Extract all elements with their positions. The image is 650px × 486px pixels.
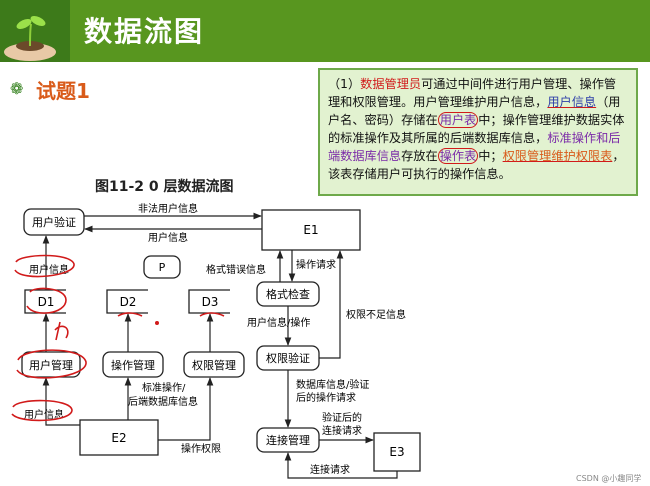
flow-insufficient-perm [319,250,344,359]
process-user-mgmt-label: 用户管理 [29,358,73,372]
info-highlight-optable: 操作表 [437,148,479,164]
process-perm-verify-label: 权限验证 [266,351,310,365]
info-highlight-role: 数据管理员 [360,77,422,91]
info-text: ，该表存储用户可执行的操作信息。 [328,149,625,181]
gear-bullet-icon: ❁ [10,79,24,98]
entity-e3-label: E3 [389,445,404,459]
flow-conn-request-label: 连接请求 [310,463,350,476]
info-text: （1） [328,77,361,91]
info-highlight-usertable: 用户表 [437,112,479,128]
info-text: 可通过中间件进行用户管理、操作管理和权限管理。用户管理维护用户信息， [328,77,617,109]
watermark: CSDN @小趣同学 [576,474,642,483]
process-perm-mgmt [183,351,245,378]
process-format-check-label: 格式检查 [266,287,310,301]
flow-db-verify-label-1: 数据库信息/验证 [296,378,369,391]
flow-user-info-op-label: 用户信息/操作 [247,316,310,329]
process-p-label: P [159,261,166,274]
flow-user-info-d1-label: 用户信息 [29,263,69,276]
header-bar: 数据流图 [0,0,650,62]
entity-e1 [261,209,361,251]
datastore-d1-label: D1 [38,295,55,309]
flow-verified-label-2: 连接请求 [322,424,362,437]
red-annotations [11,254,225,422]
info-text: （用户名、密码）存储在 [328,95,621,127]
entity-e2 [79,419,159,456]
process-conn-mgmt-label: 连接管理 [266,433,310,447]
flow-std-op-label-2: 后端数据库信息 [128,395,198,408]
info-highlight-userinfo: 用户信息 [547,95,597,109]
entity-e2-label: E2 [111,431,126,445]
datastore-d3-label: D3 [202,295,219,309]
flow-op-perm-label: 操作权限 [181,442,221,455]
flow-user-info-e2-label: 用户信息 [24,408,64,421]
flow-user-info-back-label: 用户信息 [148,231,188,244]
diagram-title: 图11-2 0 层数据流图 [95,179,234,195]
info-highlight-permtable: 权限管理维护权限表 [502,149,613,163]
info-highlight-stdop: 标准操作和后端数据库信息 [328,131,621,163]
process-op-mgmt-label: 操作管理 [111,358,155,372]
flow-e2-to-usermgmt [42,377,80,426]
process-p [143,255,181,279]
flow-std-op-label-1: 标准操作/ [142,381,186,394]
seedling-image [0,0,70,62]
flow-verified-label-1: 验证后的 [322,411,362,424]
entity-e3 [373,432,421,472]
flow-op-request-label: 操作请求 [296,258,336,271]
process-perm-mgmt-label: 权限管理 [192,358,236,372]
info-text: 中；操作管理维护数据实体的标准操作及其所属的后端数据库信息， [328,113,625,145]
process-user-verify [23,208,85,236]
flow-db-verify-label-2: 后的操作请求 [296,391,356,404]
question-title: 试题1 [36,79,90,103]
process-user-verify-label: 用户验证 [32,215,76,229]
info-text: 存放在 [401,149,438,163]
description-box: （1）数据管理员可通过中间件进行用户管理、操作管理和权限管理。用户管理维护用户信… [318,68,638,196]
flow-format-error-label: 格式错误信息 [206,263,266,276]
entity-e1-label: E1 [303,223,318,237]
process-op-mgmt [102,351,164,378]
flow-e2-to-permmgmt [158,377,214,441]
flow-illegal-user-label: 非法用户信息 [138,202,198,215]
info-text: 中； [478,149,503,163]
flow-insufficient-perm-label: 权限不足信息 [346,308,406,321]
datastore-d2-label: D2 [120,295,137,309]
page-title: 数据流图 [84,15,205,48]
flow-conn-request [284,452,398,479]
